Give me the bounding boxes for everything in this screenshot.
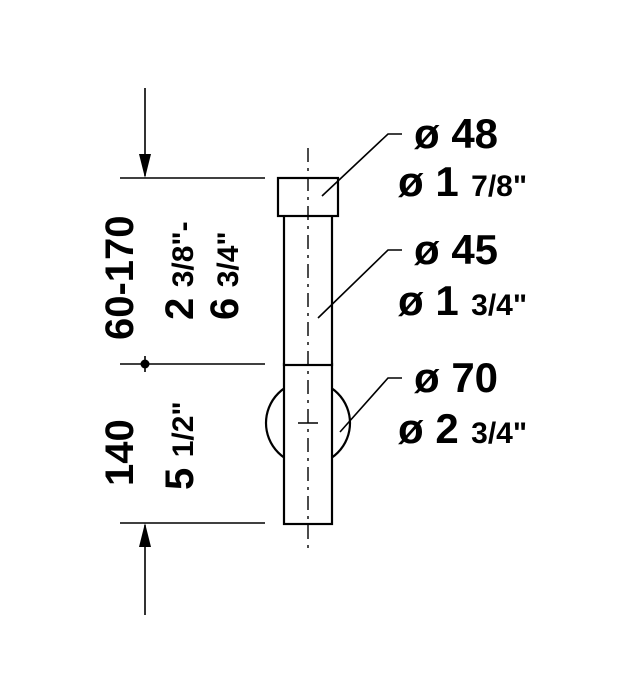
leader-line-bottom [339,377,402,433]
dia-bot-in-whole: ø 2 [398,405,459,452]
len-upper-in-b-whole: 6 [203,298,247,320]
leader-line-top [321,133,402,197]
dia-bot-in: ø 2 3/4" [398,405,527,452]
len-upper-in-a: 2 3/8"- [158,221,202,320]
dia-top-in: ø 1 7/8" [398,158,527,205]
len-upper-in-a-whole: 2 [158,298,202,320]
dia-bot-in-frac: 3/4" [471,417,527,450]
dia-top-in-frac: 7/8" [471,170,527,203]
dia-mid-mm: ø 45 [414,226,498,273]
arrow-up-bottom [139,523,151,547]
len-lower-in-frac: 1/2" [167,401,200,457]
dia-top-mm: ø 48 [414,110,498,157]
len-lower-in: 5 1/2" [158,401,202,490]
dia-mid-in-frac: 3/4" [471,289,527,322]
leader-line-middle [317,249,402,319]
arrow-down-top [139,154,151,178]
len-lower-in-whole: 5 [158,468,202,490]
len-upper-in-a-frac: 3/8"- [167,221,200,287]
dimension-dot [140,359,150,369]
len-upper-in-b: 6 3/4" [203,231,247,320]
dia-bot-mm: ø 70 [414,354,498,401]
dia-top-in-whole: ø 1 [398,158,459,205]
len-upper-in-b-frac: 3/4" [212,231,245,287]
len-lower-mm: 140 [98,419,142,486]
dia-mid-in: ø 1 3/4" [398,277,527,324]
dia-mid-in-whole: ø 1 [398,277,459,324]
len-upper-mm: 60-170 [98,215,142,340]
